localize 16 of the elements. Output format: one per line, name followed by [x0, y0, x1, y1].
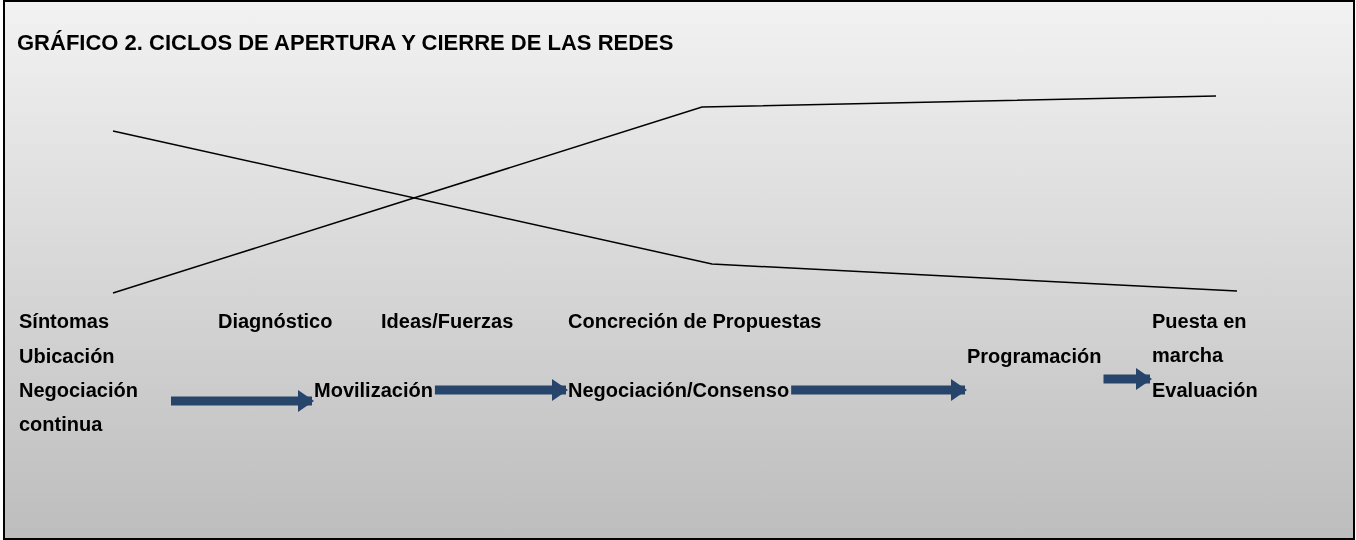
stage-label: Ideas/Fuerzas	[381, 304, 514, 338]
stage-label: Concreción de Propuestas	[568, 304, 822, 338]
stage-label: Evaluación	[1152, 373, 1258, 407]
stage-label: Negociación/Consenso	[568, 373, 790, 407]
arrow	[1103, 368, 1152, 390]
stage-label: Movilización	[314, 373, 433, 407]
arrow	[791, 379, 967, 401]
arrow	[434, 379, 568, 401]
stage-label: Diagnóstico	[218, 304, 333, 338]
stage-label: Síntomas	[19, 304, 110, 338]
stage-label: Puesta en marcha	[1152, 304, 1272, 372]
stage-label: Programación	[967, 339, 1102, 403]
arrow	[171, 390, 314, 412]
stage-label: Negociación continua	[19, 373, 169, 441]
diagram-title: GRÁFICO 2. CICLOS DE APERTURA Y CIERRE DE LAS REDES	[17, 30, 674, 56]
stage-label: Ubicación	[19, 339, 115, 373]
